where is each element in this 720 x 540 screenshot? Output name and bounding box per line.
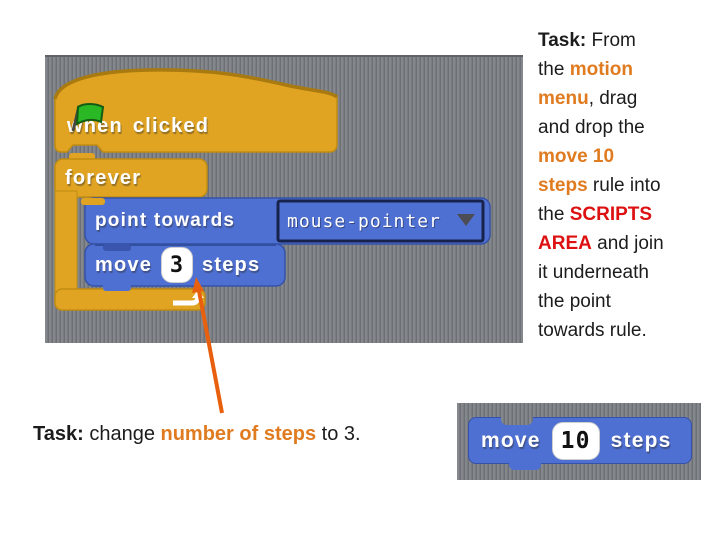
task-bottom-text: Task: change number of steps to 3. [33,423,361,445]
block-top-notch [501,417,533,425]
move-label: move [481,428,541,452]
script-blocks-canvas [53,68,491,311]
block-bottom-tab [509,462,541,470]
move10-block: move 10 steps [468,417,692,470]
steps-value-field[interactable]: 3 [161,247,194,283]
green-flag-icon [71,103,105,132]
steps-label: steps [610,428,672,452]
forever-label: forever [65,166,142,189]
scripts-area: when clicked forever point towards mouse… [45,55,523,343]
clicked-label: clicked [132,114,210,137]
when-flag-clicked-block[interactable] [53,68,339,153]
move10-block-image: move 10 steps [457,403,701,480]
when-clicked-label-row: when clicked [67,102,209,150]
move-steps-label-row: move 3 steps [95,244,260,286]
point-towards-label: point towards [95,210,236,231]
number-of-steps-highlight: number of steps [160,423,317,445]
move-label: move [95,253,153,276]
dropdown-arrow-icon [457,214,475,226]
towards-dropdown[interactable] [276,199,485,243]
move10-highlight: move 10 steps [538,146,615,196]
task-label: Task: [33,423,84,445]
motion-menu-highlight: motion menu [538,59,634,109]
point-towards-block[interactable] [81,197,491,245]
towards-dropdown-value[interactable]: mouse-pointer [287,210,441,232]
steps-value-field: 10 [551,421,600,460]
task-label: Task: [538,30,587,51]
scripts-area-highlight: SCRIPTS AREA [538,204,653,254]
steps-label: steps [202,253,261,276]
task-right-text: Task: From the motion menu, drag and dro… [538,30,664,341]
